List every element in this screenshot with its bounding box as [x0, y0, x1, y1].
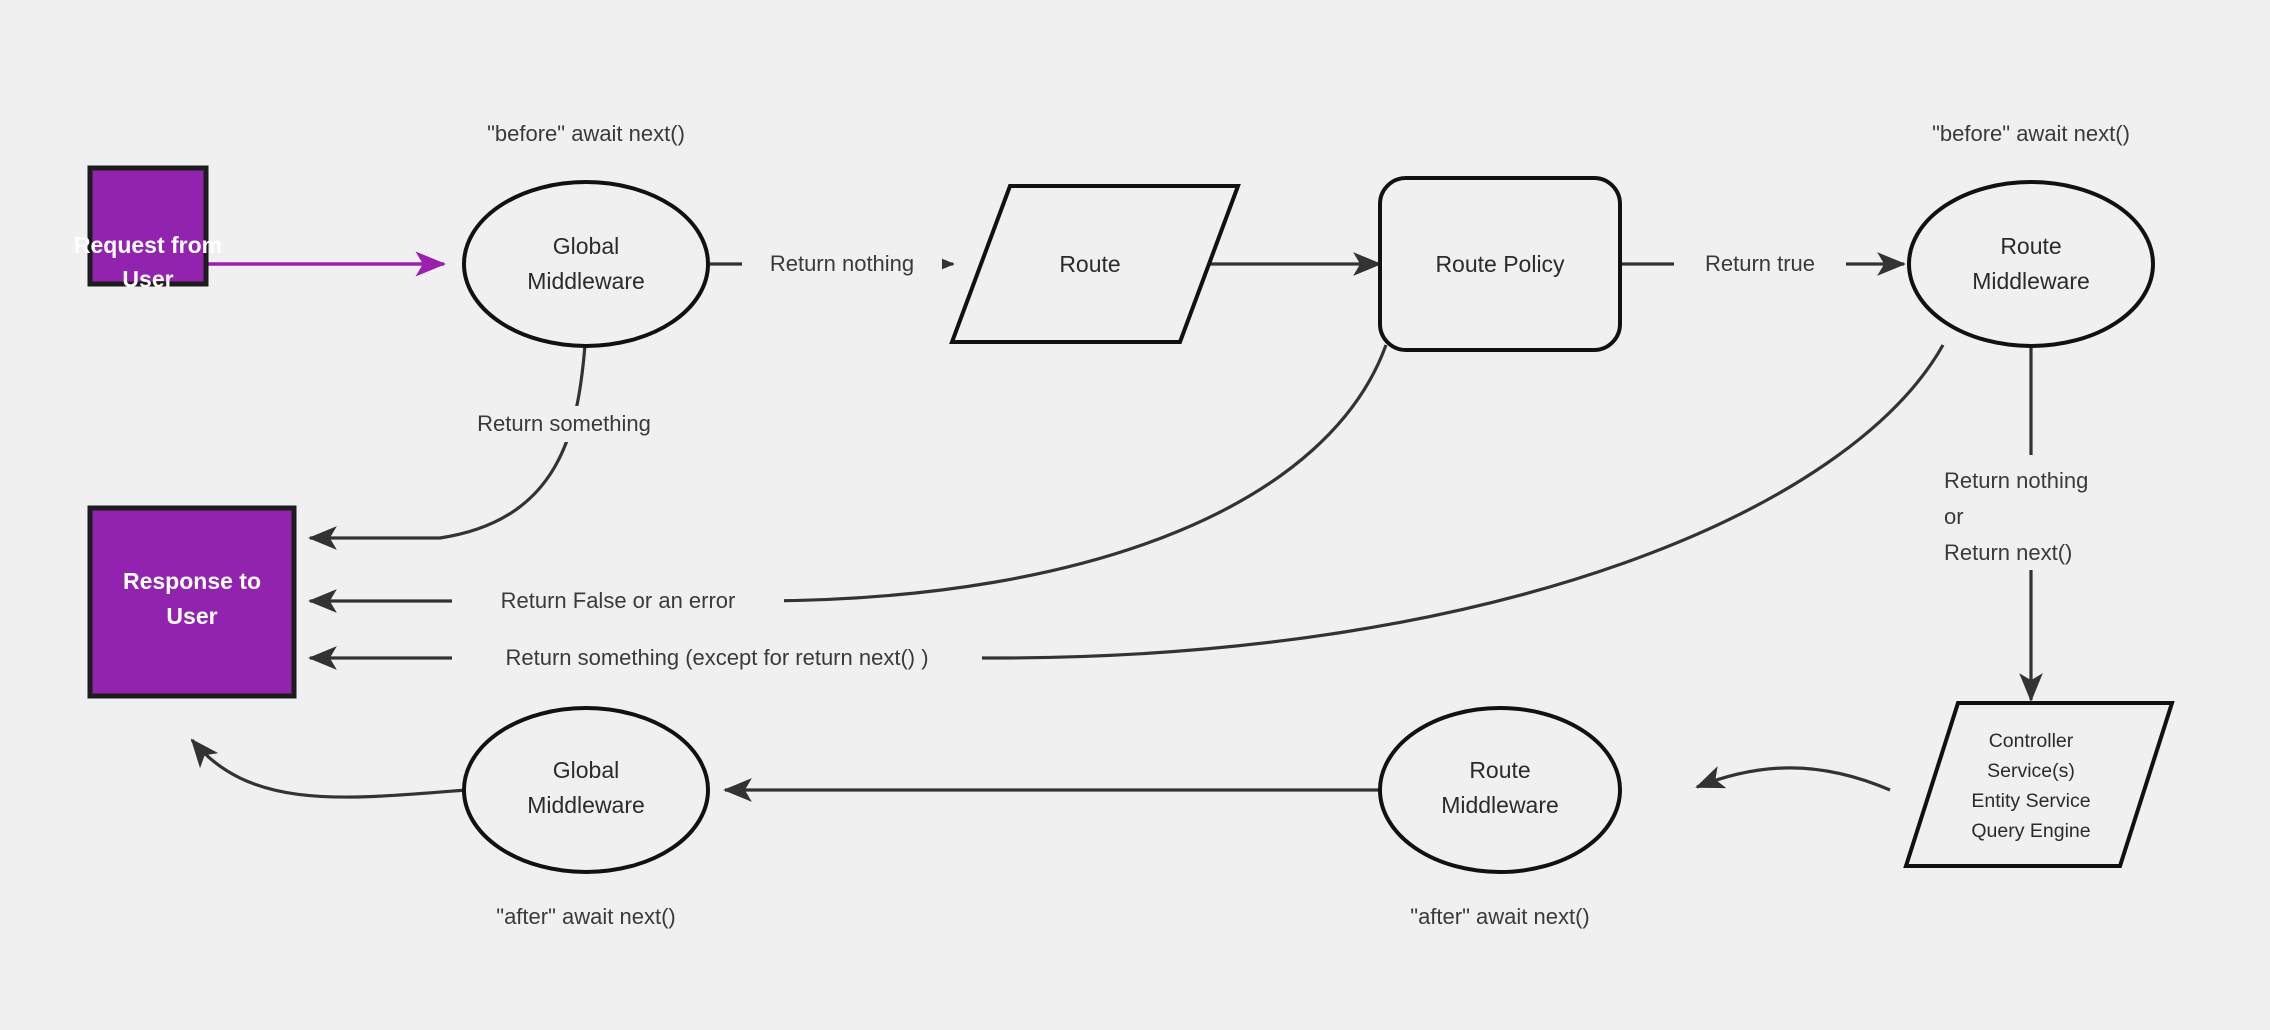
route-middleware-after-label-line2: Middleware	[1441, 792, 1559, 818]
request-from-user-label-line1: Request from	[74, 232, 222, 258]
annotation-before-await-next-global: "before" await next()	[487, 121, 685, 146]
node-route-middleware-after[interactable]: Route Middleware	[1378, 706, 1622, 874]
edge-label-return-nothing-line2: or	[1944, 504, 1964, 529]
global-middleware-before-ellipse[interactable]	[462, 180, 710, 348]
global-middleware-after-label-line2: Middleware	[527, 792, 645, 818]
node-route-policy[interactable]: Route Policy	[1378, 176, 1622, 352]
node-route[interactable]: Route	[949, 184, 1241, 344]
route-middleware-before-label-line1: Route	[2000, 233, 2061, 259]
controller-services-line4: Query Engine	[1971, 820, 2090, 842]
response-to-user-label-line1: Response to	[123, 568, 261, 594]
edge-label-backdrop	[1674, 247, 1846, 281]
response-to-user-box[interactable]	[87, 505, 297, 699]
controller-services-line1: Controller	[1989, 730, 2074, 752]
request-from-user-box[interactable]	[87, 165, 209, 287]
route-middleware-before-label-line2: Middleware	[1972, 268, 2090, 294]
edge-label-backdrop	[742, 247, 942, 281]
node-controller-services[interactable]: Controller Service(s) Entity Service Que…	[1903, 701, 2175, 868]
edge-global-middleware-to-response: Return something	[308, 344, 676, 550]
annotation-after-await-next-global: "after" await next()	[496, 904, 675, 929]
edge-route-middleware-to-controller: Return nothing or Return next()	[1935, 246, 2155, 702]
edge-label-return-something-except-next: Return something (except for return next…	[505, 645, 928, 670]
edge-route-policy-to-route-middleware: Return true	[1620, 247, 1906, 281]
controller-services-line2: Service(s)	[1987, 760, 2075, 782]
node-response-to-user[interactable]: Response to User	[87, 505, 297, 699]
node-request-from-user[interactable]: Request from User	[74, 165, 222, 292]
route-parallelogram[interactable]	[949, 184, 1241, 344]
annotation-before-await-next-route: "before" await next()	[1932, 121, 2130, 146]
route-middleware-before-ellipse[interactable]	[1907, 180, 2155, 348]
annotation-after-await-next-route: "after" await next()	[1410, 904, 1589, 929]
route-middleware-after-label-line1: Route	[1469, 757, 1530, 783]
edge-label-return-true: Return true	[1705, 251, 1815, 276]
edge-label-return-something: Return something	[477, 411, 651, 436]
response-to-user-label-line2: User	[166, 603, 217, 629]
edge-label-backdrop	[452, 640, 982, 676]
edge-label-return-nothing: Return nothing	[770, 251, 914, 276]
node-route-middleware-before[interactable]: Route Middleware	[1907, 180, 2155, 348]
edge-label-return-next-line3: Return next()	[1944, 540, 2072, 565]
route-policy-box[interactable]	[1378, 176, 1622, 352]
edge-route-middleware-to-response: Return something (except for return next…	[308, 344, 1945, 676]
node-global-middleware-after[interactable]: Global Middleware	[462, 706, 710, 874]
controller-services-line3: Entity Service	[1971, 790, 2090, 812]
global-middleware-after-label-line1: Global	[553, 757, 619, 783]
global-middleware-before-label-line1: Global	[553, 233, 619, 259]
edge-label-return-nothing-line1: Return nothing	[1944, 468, 2088, 493]
edge-label-return-false-or-error: Return False or an error	[501, 588, 736, 613]
route-policy-label: Route Policy	[1435, 251, 1565, 277]
global-middleware-after-ellipse[interactable]	[462, 706, 710, 874]
edge-label-backdrop	[452, 406, 676, 442]
edge-global-middleware-after-to-response	[190, 738, 467, 799]
request-from-user-label-line2: User	[122, 266, 173, 292]
global-middleware-before-label-line2: Middleware	[527, 268, 645, 294]
edge-controller-to-route-middleware-after	[1695, 766, 1891, 792]
route-middleware-after-ellipse[interactable]	[1378, 706, 1622, 874]
node-global-middleware-before[interactable]: Global Middleware	[462, 180, 710, 348]
edge-route-policy-to-response: Return False or an error	[308, 344, 1388, 619]
edge-label-backdrop	[452, 583, 784, 619]
route-label: Route	[1059, 251, 1120, 277]
controller-services-parallelogram[interactable]	[1903, 701, 2175, 868]
edge-label-backdrop	[1935, 455, 2155, 570]
